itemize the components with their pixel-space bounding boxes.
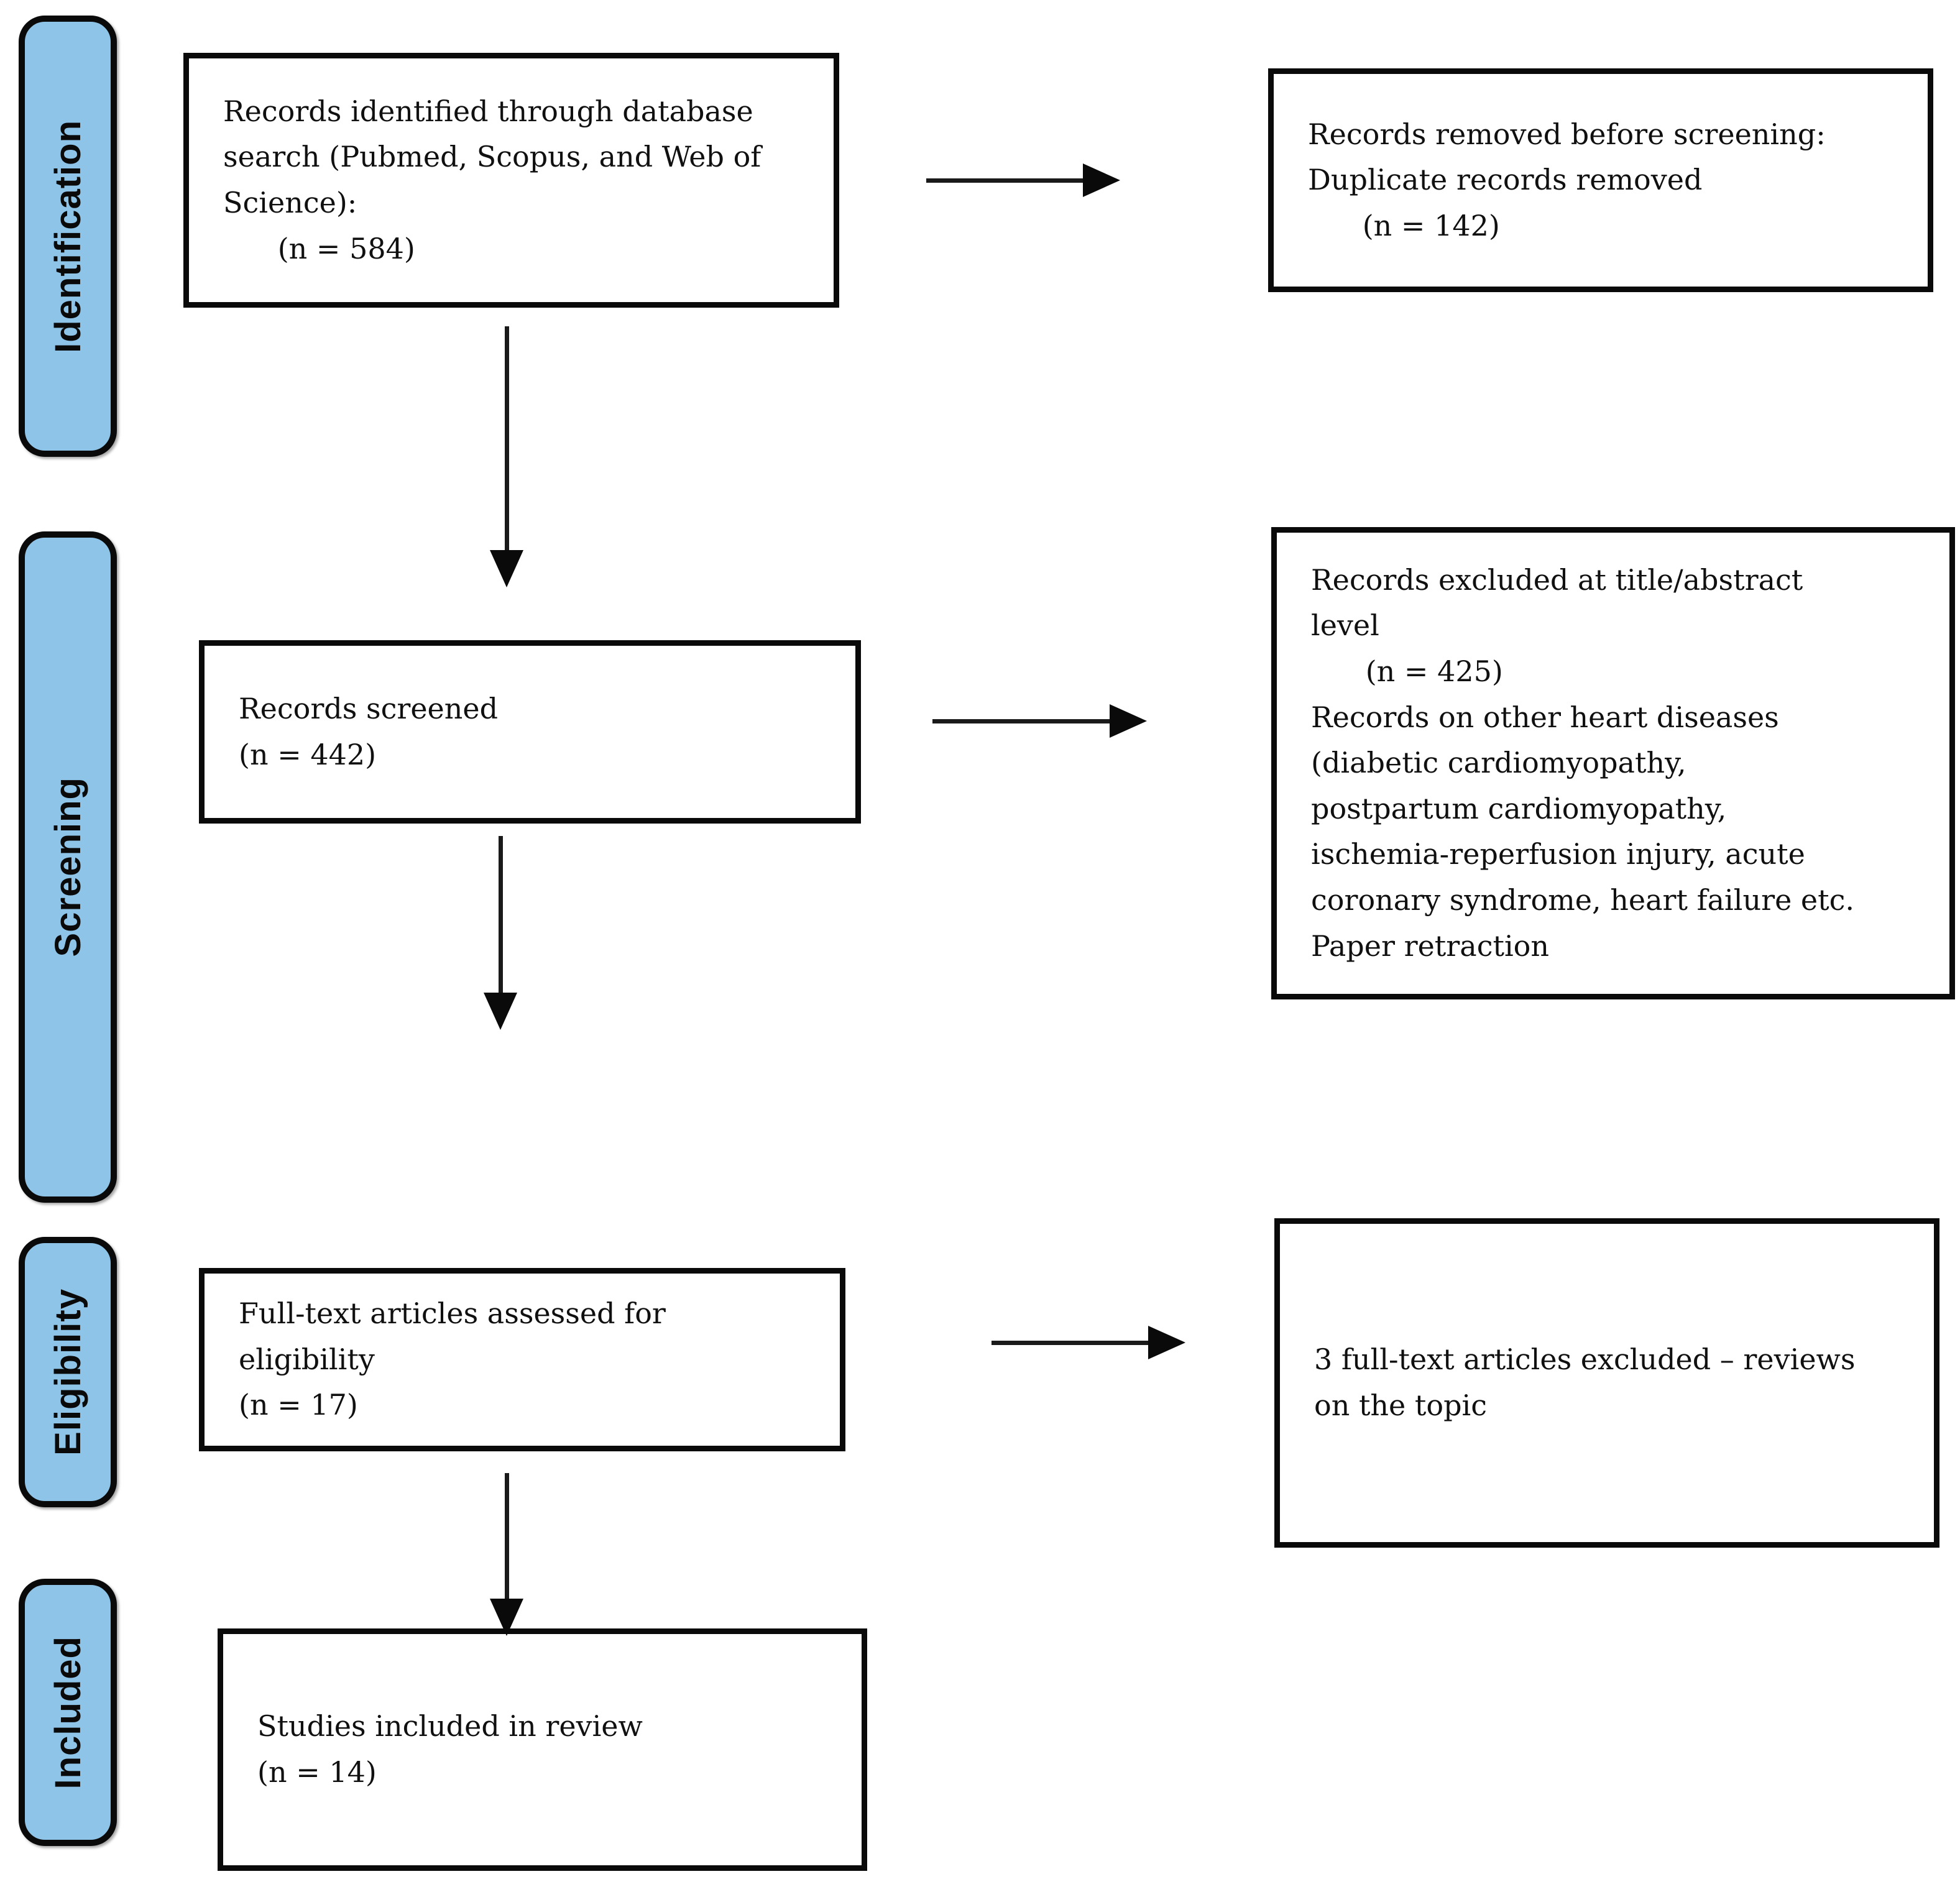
box-text-line: Studies included in review	[257, 1709, 643, 1743]
box-text-line: postpartum cardiomyopathy,	[1311, 791, 1727, 825]
box-text-line: coronary syndrome, heart failure etc.	[1311, 883, 1855, 917]
arrow-shaft	[505, 1473, 509, 1604]
box-text-line: (n = 142)	[1308, 208, 1500, 242]
box-text-line: ischemia-reperfusion injury, acute	[1311, 837, 1805, 871]
box-records-removed: Records removed before screening: Duplic…	[1268, 68, 1933, 292]
stage-label-screening: Screening	[47, 777, 88, 957]
arrow-right-icon	[926, 163, 1120, 198]
box-text-line: (n = 14)	[257, 1755, 377, 1789]
box-text-line: Records excluded at title/abstract	[1311, 563, 1803, 597]
box-records-identified: Records identified through database sear…	[183, 53, 839, 308]
box-text-line: search (Pubmed, Scopus, and Web of	[223, 140, 761, 174]
stage-label-identification: Identification	[47, 119, 88, 353]
arrow-shaft	[499, 836, 503, 998]
box-text-line: Science):	[223, 186, 357, 219]
arrow-head	[1148, 1326, 1185, 1359]
stage-label-included: Included	[47, 1635, 88, 1789]
box-text-line: Records removed before screening:	[1308, 117, 1826, 151]
box-text-line: Full-text articles assessed for	[239, 1297, 666, 1331]
box-text-line: (n = 584)	[223, 231, 415, 265]
box-text-line: Paper retraction	[1311, 929, 1549, 963]
box-records-excluded-title-abstract: Records excluded at title/abstract level…	[1271, 527, 1955, 999]
stage-bar-identification: Identification	[19, 16, 117, 457]
arrow-shaft	[992, 1341, 1153, 1345]
stage-label-eligibility: Eligibility	[47, 1288, 88, 1456]
arrow-head	[1083, 163, 1120, 197]
box-text-line: Duplicate records removed	[1308, 163, 1703, 197]
arrow-head	[484, 993, 517, 1030]
box-fulltext-excluded: 3 full-text articles excluded – reviews …	[1274, 1218, 1939, 1548]
box-text-line: Records on other heart diseases	[1311, 700, 1779, 734]
box-text-line: (n = 425)	[1311, 654, 1503, 689]
stage-bar-included: Included	[19, 1579, 117, 1846]
stage-bar-eligibility: Eligibility	[19, 1237, 117, 1507]
box-text-line: level	[1311, 608, 1379, 643]
arrow-down-icon	[489, 326, 524, 587]
arrow-down-icon	[483, 836, 518, 1030]
box-text-line: Records identified through database	[223, 94, 753, 128]
box-text-line: Records screened	[239, 691, 499, 725]
box-text-line: (n = 17)	[239, 1388, 358, 1422]
box-fulltext-assessed: Full-text articles assessed for eligibil…	[199, 1268, 845, 1451]
arrow-right-icon	[932, 704, 1147, 738]
stage-bar-screening: Screening	[19, 531, 117, 1203]
arrow-head	[490, 550, 523, 587]
arrow-shaft	[926, 178, 1088, 183]
arrow-head	[490, 1599, 523, 1636]
arrow-right-icon	[992, 1325, 1185, 1360]
arrow-shaft	[505, 326, 509, 555]
arrow-head	[1110, 704, 1147, 738]
box-text-line: (n = 442)	[239, 737, 377, 771]
box-text-line: (diabetic cardiomyopathy,	[1311, 746, 1686, 780]
box-records-screened: Records screened (n = 442)	[199, 640, 861, 824]
box-text-line: eligibility	[239, 1342, 375, 1376]
box-studies-included: Studies included in review (n = 14)	[218, 1628, 867, 1871]
arrow-down-icon	[489, 1473, 524, 1636]
box-text-line: on the topic	[1314, 1389, 1487, 1422]
box-text-line: 3 full-text articles excluded – reviews	[1314, 1343, 1856, 1377]
arrow-shaft	[932, 719, 1115, 723]
